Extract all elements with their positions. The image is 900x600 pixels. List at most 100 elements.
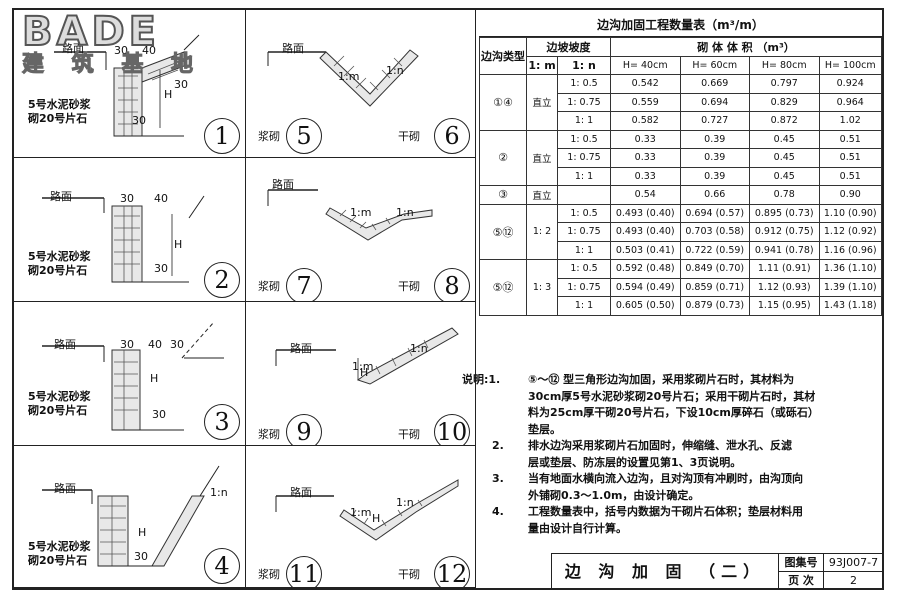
row-n: 1: 1 [557,166,611,186]
page-row: 页 次 2 [779,572,883,589]
note-text: 料为25cm厚干砌20号片石，下设10cm厚碎石（或砾石） [528,406,819,419]
table-cell: 0.66 [679,185,750,205]
row-n: 1: 0.75 [557,148,611,168]
panel-2-note-line2: 砌20号片石 [28,264,88,277]
note-text: 层或垫层、防冻层的设置见第1、3页说明。 [528,455,742,469]
panel-5-6-slope-n: 1:n [386,64,404,77]
drawing-grid: 路面 30 40 30 H 30 5号水泥砂浆 砌20号片石 1 路面 30 4… [14,10,476,588]
table-cell: 1.36 (1.10) [818,259,882,279]
note-number: 2. [492,439,504,452]
page-label: 页 次 [779,572,824,589]
table-cell: 0.51 [818,166,882,186]
panel-9-10: 路面 1:m 1:n H 浆砌 9 干砌 10 [246,302,476,446]
table-cell: 0.859 (0.71) [679,277,750,297]
row-n: 1: 0.75 [557,92,611,112]
table-cell: 0.872 [749,111,820,131]
table-cell: 1.12 (0.92) [818,222,882,242]
table-cell: 0.542 [610,74,681,94]
panel-4-note-line2: 砌20号片石 [28,554,88,567]
panel-3-dim-a: 30 [120,338,134,351]
row-m: 直立 [526,74,558,131]
panel-2-note-line1: 5号水泥砂浆 [28,250,91,263]
row-n: 1: 0.5 [557,74,611,94]
panel-4-height-label: H [138,526,147,539]
panel-3-height-label: H [150,372,159,385]
note-key [492,405,528,422]
panel-12-tag: 干砌 [398,568,420,581]
table-cell: 0.694 [679,92,750,112]
row-n: 1: 0.75 [557,277,611,297]
panel-11-12-road-label: 路面 [290,486,312,499]
panel-7-8-drawing [267,189,433,241]
title-block: 边 沟 加 固 （二） 图集号 93J007-7 页 次 2 [551,553,883,589]
header-type: 边沟类型 [479,37,527,75]
panel-11-12-slope-n: 1:n [396,496,414,509]
panel-10-number: 10 [434,414,470,445]
note-line: 说明:1.⑤～⑫ 型三角形边沟加固，采用浆砌片石时，其材料为 [462,372,882,389]
panel-4-drawing [42,465,220,567]
drawing-sheet: BADE 建 筑 基 地 路面 30 40 [12,8,884,590]
panel-5-6-drawing [267,49,419,107]
note-line: 2.排水边沟采用浆砌片石加固时，伸缩缝、泄水孔、反滤 [492,438,882,455]
row-m: 1: 3 [526,259,558,316]
panel-2-dim-b: 40 [154,192,168,205]
note-key: 2. [492,438,528,455]
panel-11-number: 11 [286,556,322,587]
table-cell: 1.10 (0.90) [818,203,882,223]
panel-3-note-line1: 5号水泥砂浆 [28,390,91,403]
panel-5-number: 5 [286,118,322,154]
note-line: 3.当有地面水横向流入边沟，且对沟顶有冲刷时，由沟顶向 [492,471,882,488]
row-n: 1: 0.5 [557,203,611,223]
row-m: 直立 [526,185,558,205]
row-n: 1: 1 [557,111,611,131]
note-line: 垫层。 [492,422,882,439]
panel-4: 路面 1:n H 30 5号水泥砂浆 砌20号片石 4 [14,446,246,588]
note-key [492,422,528,439]
watermark-logo: BADE 建 筑 基 地 [21,11,203,78]
note-text: 垫层。 [528,422,561,436]
table-cell: 0.964 [818,92,882,112]
row-n: 1: 0.5 [557,259,611,279]
row-type: ③ [479,185,527,205]
panel-11-12-height-label: H [372,512,381,525]
table-cell: 0.582 [610,111,681,131]
panel-2-dim-a: 30 [120,192,134,205]
panel-2: 路面 30 40 H 30 5号水泥砂浆 砌20号片石 2 [14,158,246,302]
panel-9-tag: 浆砌 [258,428,280,441]
header-slope: 边坡坡度 [526,37,611,57]
table-cell: 1.02 [818,111,882,131]
panel-9-10-drawing [275,327,459,385]
row-n: 1: 0.75 [557,222,611,242]
table-cell: 0.90 [818,185,882,205]
row-n: 1: 0.5 [557,129,611,149]
table-cell: 0.797 [749,74,820,94]
table-cell: 1.16 (0.96) [818,240,882,260]
note-key: 3. [492,471,528,488]
notes-lead: 说明: [462,373,489,386]
panel-9-10-slope-m: 1:m [352,360,374,373]
header-h100: H= 100cm [818,55,882,75]
header-n: 1: n [557,55,611,75]
table-cell: 1.39 (1.10) [818,277,882,297]
table-cell: 0.503 (0.41) [610,240,681,260]
quantity-table: 边沟类型 边坡坡度 砌 体 体 积 （m³） 1: m 1: n H= 40cm… [479,37,882,316]
note-number: 1. [488,373,501,386]
panel-1-note-line2: 砌20号片石 [28,112,88,125]
table-cell: 1.43 (1.18) [818,296,882,316]
panel-1-height-label: H [164,88,173,101]
note-text: 外铺砌0.3～1.0m，由设计确定。 [528,488,700,502]
panel-5-6-slope-m: 1:m [338,70,360,83]
panel-11-12-slope-m: 1:m [350,506,372,519]
panel-2-height-label: H [174,238,183,251]
panel-4-bottom-dim: 30 [134,550,148,563]
table-cell: 1.11 (0.91) [749,259,820,279]
note-key: 说明:1. [462,372,528,389]
panel-3-note-line2: 砌20号片石 [28,404,88,417]
panel-8-tag: 干砌 [398,280,420,293]
table-cell: 0.39 [679,148,750,168]
